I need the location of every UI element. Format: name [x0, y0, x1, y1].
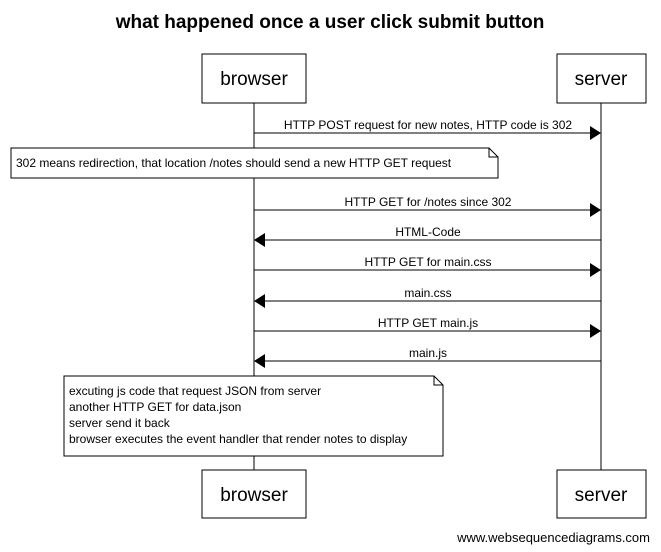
message-5-label: main.css — [404, 286, 451, 300]
note-fold-icon — [488, 148, 498, 158]
actor-server-top-label: server — [575, 69, 628, 90]
arrowhead-left-icon — [254, 233, 265, 247]
actor-server-bottom-label: server — [575, 485, 628, 506]
arrowhead-right-icon — [590, 203, 601, 217]
arrowhead-right-icon — [590, 324, 601, 338]
note-fold-icon — [433, 376, 443, 386]
message-1-label: HTTP POST request for new notes, HTTP co… — [284, 118, 572, 132]
arrowhead-right-icon — [590, 263, 601, 277]
message-7-label: main.js — [409, 346, 447, 360]
actor-browser-bottom-label: browser — [220, 485, 288, 506]
message-7: main.js — [254, 346, 601, 368]
message-3: HTML-Code — [254, 225, 601, 247]
note-2: excuting js code that request JSON from … — [63, 375, 444, 457]
arrowhead-right-icon — [590, 126, 601, 140]
message-2-label: HTTP GET for /notes since 302 — [345, 195, 512, 209]
message-4-label: HTTP GET for main.css — [365, 255, 492, 269]
note-1: 302 means redirection, that location /no… — [10, 147, 499, 179]
note-2-line-2: another HTTP GET for data.json — [69, 400, 241, 414]
message-6: HTTP GET main.js — [254, 316, 601, 338]
note-2-line-4: browser executes the event handler that … — [69, 432, 407, 446]
message-3-label: HTML-Code — [395, 225, 461, 239]
message-2: HTTP GET for /notes since 302 — [254, 195, 601, 217]
actor-server-bottom: server — [556, 469, 647, 519]
note-2-line-3: server send it back — [69, 416, 171, 430]
actor-server-top: server — [556, 53, 647, 104]
actor-browser-top: browser — [201, 53, 307, 104]
diagram-title: what happened once a user click submit b… — [115, 12, 545, 33]
arrowhead-left-icon — [254, 294, 265, 308]
note-1-line-1: 302 means redirection, that location /no… — [16, 156, 452, 170]
message-6-label: HTTP GET main.js — [378, 316, 478, 330]
message-4: HTTP GET for main.css — [254, 255, 601, 277]
actor-browser-bottom: browser — [201, 469, 307, 519]
arrowhead-left-icon — [254, 354, 265, 368]
note-2-line-1: excuting js code that request JSON from … — [69, 384, 321, 398]
actor-browser-top-label: browser — [220, 69, 288, 90]
footer-watermark: www.websequencediagrams.com — [456, 530, 650, 545]
message-1: HTTP POST request for new notes, HTTP co… — [254, 118, 601, 140]
message-5: main.css — [254, 286, 601, 308]
